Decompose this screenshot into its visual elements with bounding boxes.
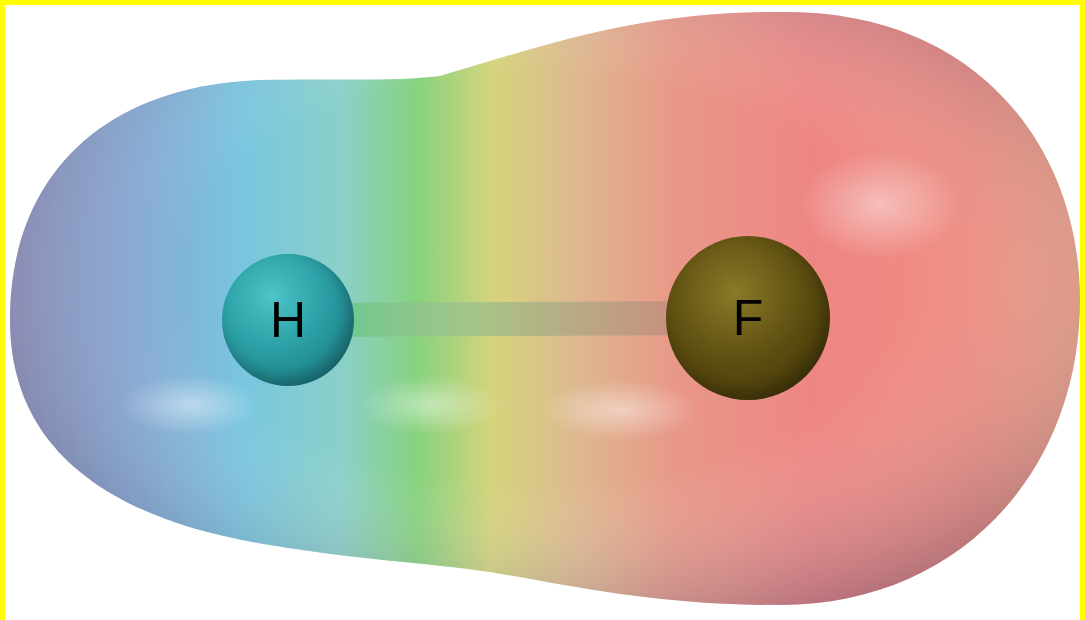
atom-label: F bbox=[733, 293, 764, 343]
atom-sphere: H bbox=[222, 254, 354, 386]
atom-sphere: F bbox=[666, 236, 830, 400]
bond-line bbox=[348, 318, 672, 319]
atom-label: H bbox=[270, 295, 306, 345]
